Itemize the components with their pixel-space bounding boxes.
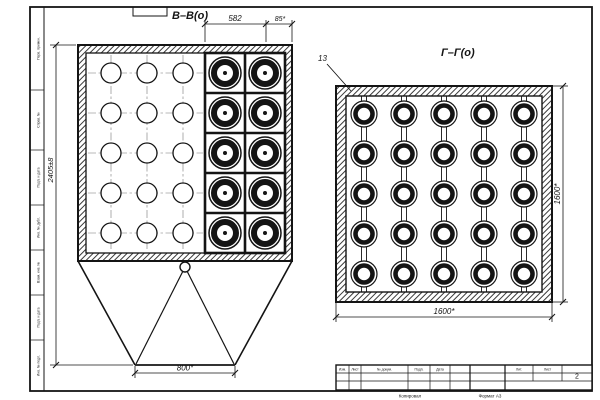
tb-header: Подп. <box>414 368 423 372</box>
side-label: Подп. и дата <box>37 167 41 187</box>
dim-gg-bottom: 1600* <box>434 307 456 316</box>
tb-header: № докум. <box>377 368 392 372</box>
title-block-headers: Изм. Лист № докум. Подп. Дата Лит. Лист <box>339 368 552 372</box>
dim-height: 2405±8 <box>46 157 55 184</box>
tb-header: Лист <box>351 368 359 372</box>
tb-copied-label: Копировал <box>399 394 422 399</box>
tb-lit-label: Лит. <box>516 368 522 372</box>
view-bb-label: В–В(о) <box>172 10 208 22</box>
side-label: Взам. инв. № <box>37 262 41 283</box>
drawing-frame: Перв. примен. Справ. № Подп. и дата Инв.… <box>29 6 593 392</box>
view-bb: В–В(о) <box>46 10 296 378</box>
dim-top-small: 85* <box>275 16 286 23</box>
tb-header: Дата <box>436 368 444 372</box>
tb-sheet-label: Лист <box>544 368 552 372</box>
dim-gg-side: 1600* <box>553 183 562 205</box>
bb-dimensions: 582 85* 2405±8 800* <box>46 14 296 378</box>
gg-dimensions: 1600* 1600* <box>332 82 568 322</box>
title-block: Изм. Лист № докум. Подп. Дата Лит. Лист … <box>335 364 593 399</box>
view-gg: Г–Г(о) 13 <box>318 47 568 322</box>
side-label: Справ. № <box>37 112 41 128</box>
side-label: Инв. № дубл. <box>37 217 41 238</box>
dim-top-main: 582 <box>228 14 242 23</box>
hopper-hub <box>179 261 191 273</box>
tb-header: Изм. <box>339 368 346 372</box>
top-left-cell <box>132 6 168 17</box>
side-label: Инв. № подл. <box>37 355 41 376</box>
tb-format-label: Формат А3 <box>479 394 502 399</box>
frame-side-labels: Перв. примен. Справ. № Подп. и дата Инв.… <box>37 37 41 376</box>
gg-callout: 13 <box>318 54 352 92</box>
dim-bottom: 800* <box>177 364 194 373</box>
hopper <box>77 260 293 366</box>
bb-ring-panel <box>203 51 287 255</box>
view-gg-label: Г–Г(о) <box>441 47 475 59</box>
side-label: Подп. и дата <box>37 307 41 327</box>
side-label: Перв. примен. <box>37 37 41 60</box>
callout-13: 13 <box>318 54 327 63</box>
tb-sheet-number: 2 <box>575 374 579 381</box>
